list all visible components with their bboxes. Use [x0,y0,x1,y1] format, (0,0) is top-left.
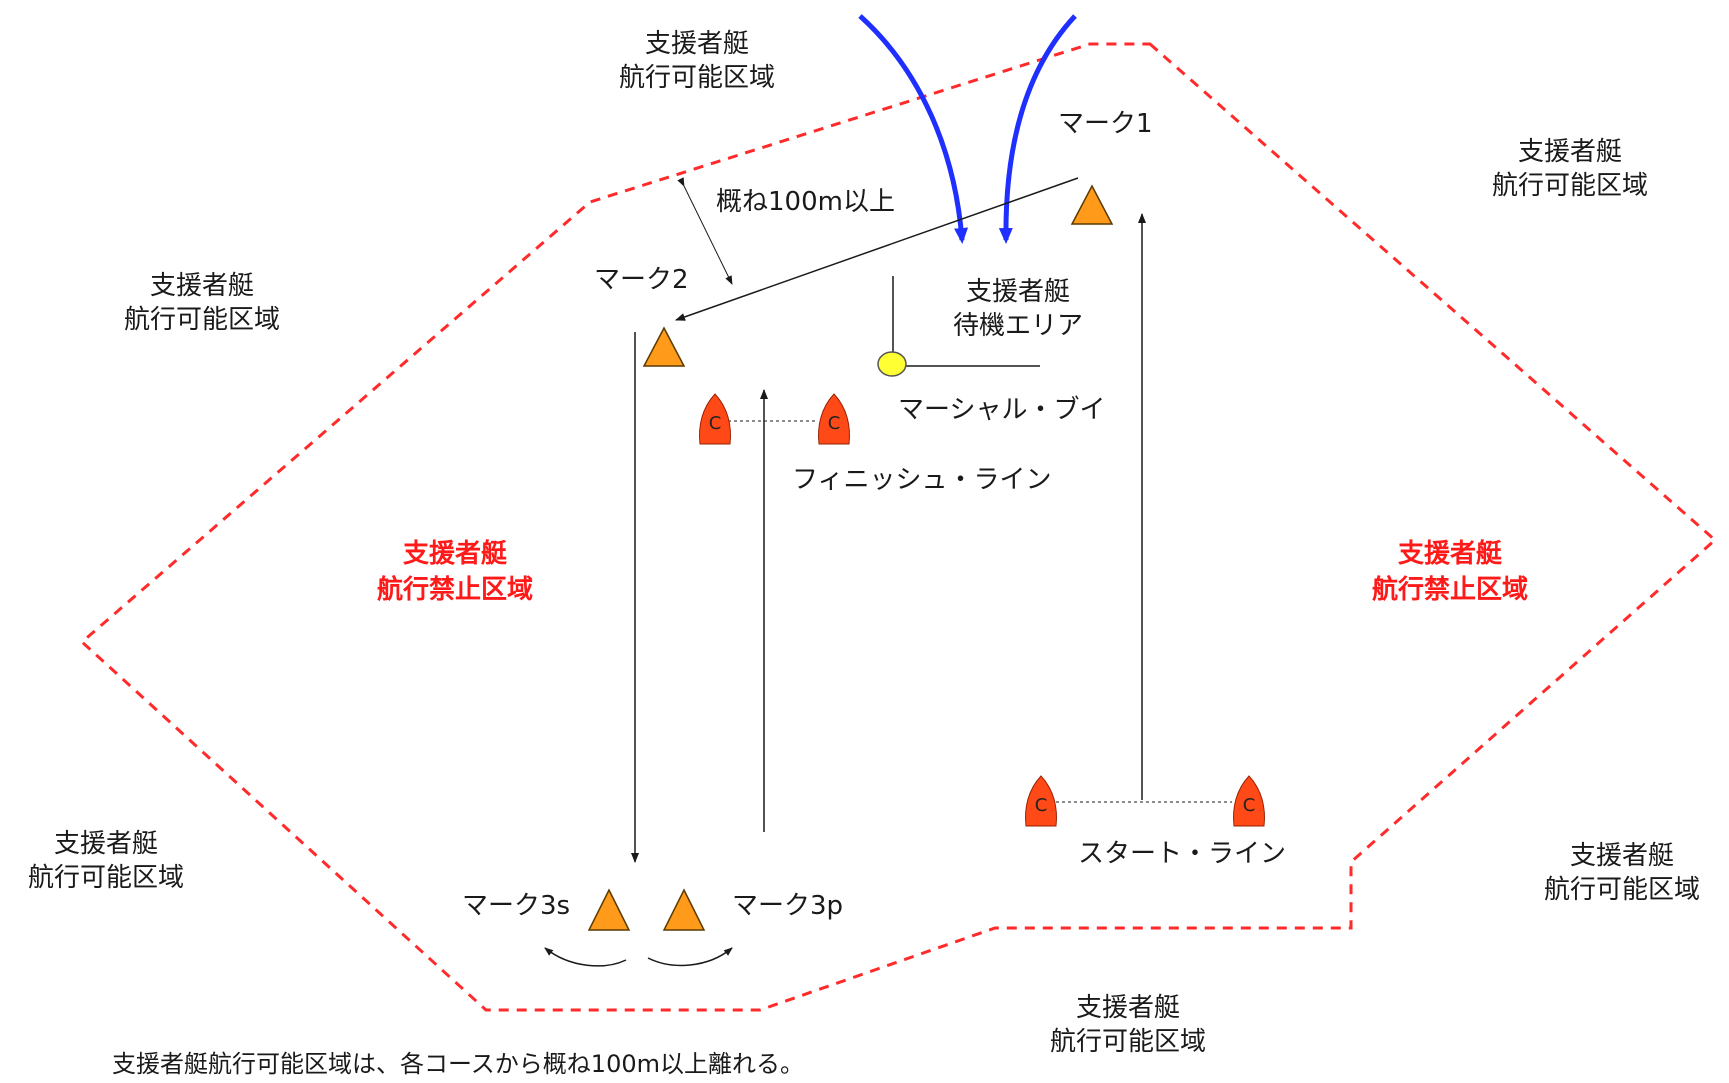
boat-symbol: C [1035,795,1048,816]
allowed-zone-right-lower-line2: 航行可能区域 [1544,875,1700,905]
mark2-label: マーク2 [594,265,689,295]
finish-line-label: フィニッシュ・ライン [792,465,1051,495]
waiting-area-line2: 待機エリア [953,311,1083,341]
prohibited-zone-left-line2: 航行禁止区域 [377,574,533,605]
finish-boat-left: C [699,393,731,445]
allowed-zone-top-right-line2: 航行可能区域 [1492,171,1648,201]
start-boat-right: C [1233,775,1265,827]
boat-symbol: C [709,413,722,434]
allowed-zone-top-center-line2: 航行可能区域 [619,63,775,93]
start-line-label: スタート・ライン [1078,839,1286,869]
allowed-zone-top-center-line1: 支援者艇 [645,29,749,59]
mark3p-icon [662,888,706,931]
distance-indicator [677,177,733,285]
mark3s-icon [587,888,631,931]
allowed-zone-left-lower-line1: 支援者艇 [54,829,158,859]
mark3p-label: マーク3p [732,891,843,921]
approach-arrow-left [858,14,969,244]
navigation-boundary [79,42,1718,1012]
caption: 支援者艇航行可能区域は、各コースから概ね100m以上離れる。 [112,1050,804,1078]
allowed-zone-left-upper-line2: 航行可能区域 [124,305,280,335]
start-boat-left: C [1025,775,1057,827]
mark2-icon [642,326,686,367]
allowed-zone-top-right-line1: 支援者艇 [1518,137,1622,167]
boat-symbol: C [1243,795,1256,816]
distance-note: 概ね100m以上 [716,187,895,217]
allowed-zone-left-lower-line2: 航行可能区域 [28,863,184,893]
leg-mark1-to-mark2 [675,177,1079,321]
mark3p-rounding-arrow [647,947,733,967]
prohibited-zone-right-line2: 航行禁止区域 [1372,574,1528,605]
waiting-area-line1: 支援者艇 [966,277,1070,307]
marshal-buoy-icon [877,351,907,377]
mark3s-label: マーク3s [462,891,570,921]
mark1-label: マーク1 [1058,109,1153,139]
mark1-icon [1070,184,1114,225]
marshal-buoy-label: マーシャル・ブイ [898,395,1105,425]
finish-boat-right: C [818,393,850,445]
allowed-zone-right-lower-line1: 支援者艇 [1570,841,1674,871]
allowed-zone-left-upper-line1: 支援者艇 [150,271,254,301]
boat-symbol: C [828,413,841,434]
allowed-zone-bottom-center-line2: 航行可能区域 [1050,1027,1206,1057]
approach-arrow-right [998,14,1077,244]
allowed-zone-bottom-center-line1: 支援者艇 [1076,993,1180,1023]
prohibited-zone-left-line1: 支援者艇 [403,538,507,569]
prohibited-zone-right-line1: 支援者艇 [1398,538,1502,569]
mark3s-rounding-arrow [544,947,627,967]
